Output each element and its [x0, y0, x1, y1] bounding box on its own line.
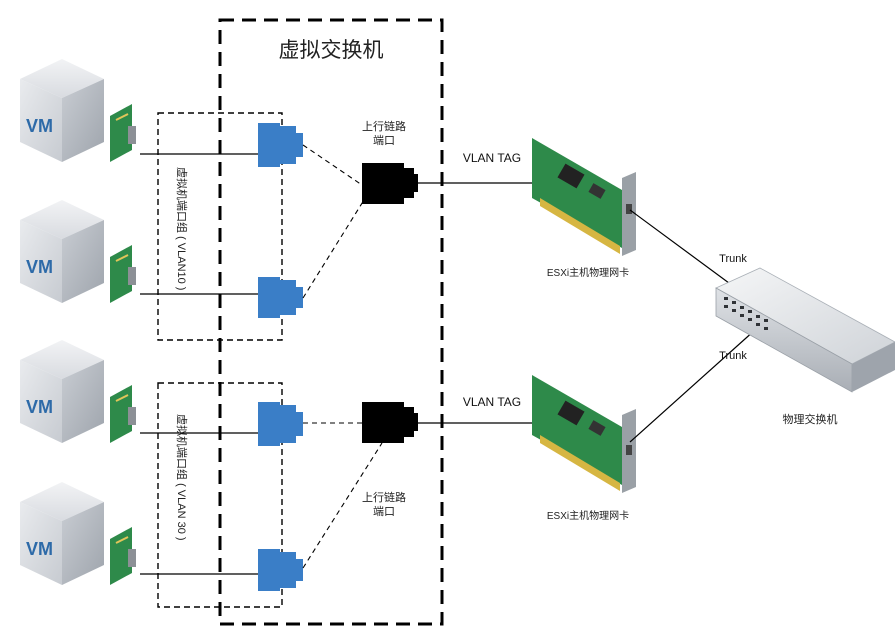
- vport-2: [258, 277, 303, 318]
- trunk-label-1: Trunk: [719, 253, 747, 265]
- vport-4: [258, 549, 303, 591]
- vm-logo-1: VM: [26, 116, 53, 136]
- vm-2: VM: [20, 200, 136, 303]
- port-group-label-2: 虚拟机端口组 ( VLAN 30 ): [175, 414, 187, 541]
- uplink-label-2: 上行链路 端口: [349, 491, 419, 519]
- vm-4: VM: [20, 482, 136, 585]
- vswitch-boundary: [218, 18, 444, 626]
- vm-1: VM: [20, 59, 136, 162]
- internal-link-1: [302, 144, 363, 186]
- uplink-label-1: 上行链路 端口: [349, 120, 419, 148]
- vlan-tag-label-2: VLAN TAG: [462, 395, 522, 409]
- vm-3: VM: [20, 340, 136, 443]
- port-group-box-1: [157, 112, 283, 341]
- vm-logo-4: VM: [26, 539, 53, 559]
- trunk-label-2: Trunk: [719, 350, 747, 362]
- port-group-1-vlan: ( VLAN10 ): [175, 236, 187, 291]
- port-group-2-name: 虚拟机端口组: [175, 414, 187, 480]
- nic-label-1: ESXi主机物理网卡: [546, 268, 630, 279]
- vm-logo-2: VM: [26, 257, 53, 277]
- uplink-label-1-line2: 端口: [373, 135, 395, 147]
- physical-nic-2: [532, 375, 636, 493]
- uplink-label-2-line2: 端口: [373, 506, 395, 518]
- port-group-2-vlan: ( VLAN 30 ): [175, 483, 187, 541]
- physical-nic-1: [532, 138, 636, 256]
- port-group-1-name: 虚拟机端口组: [175, 167, 187, 233]
- port-group-box-2: [157, 382, 283, 608]
- uplink-port-2: [362, 402, 418, 443]
- vm-logo-3: VM: [26, 397, 53, 417]
- internal-link-2: [302, 199, 365, 299]
- physical-switch-icon: [715, 267, 895, 393]
- uplink-label-2-line1: 上行链路: [362, 492, 406, 504]
- vlan-tag-label-1: VLAN TAG: [462, 151, 522, 165]
- vport-3: [258, 402, 303, 446]
- vport-1: [258, 123, 303, 167]
- nic-label-2: ESXi主机物理网卡: [546, 511, 630, 522]
- trunk-link-2: [629, 329, 756, 443]
- uplink-port-1: [362, 163, 418, 204]
- physical-switch-label: 物理交换机: [782, 414, 838, 426]
- internal-link-4: [302, 442, 383, 569]
- port-group-label-1: 虚拟机端口组 ( VLAN10 ): [175, 167, 187, 291]
- uplink-label-1-line1: 上行链路: [362, 121, 406, 133]
- vswitch-title: 虚拟交换机: [278, 39, 384, 62]
